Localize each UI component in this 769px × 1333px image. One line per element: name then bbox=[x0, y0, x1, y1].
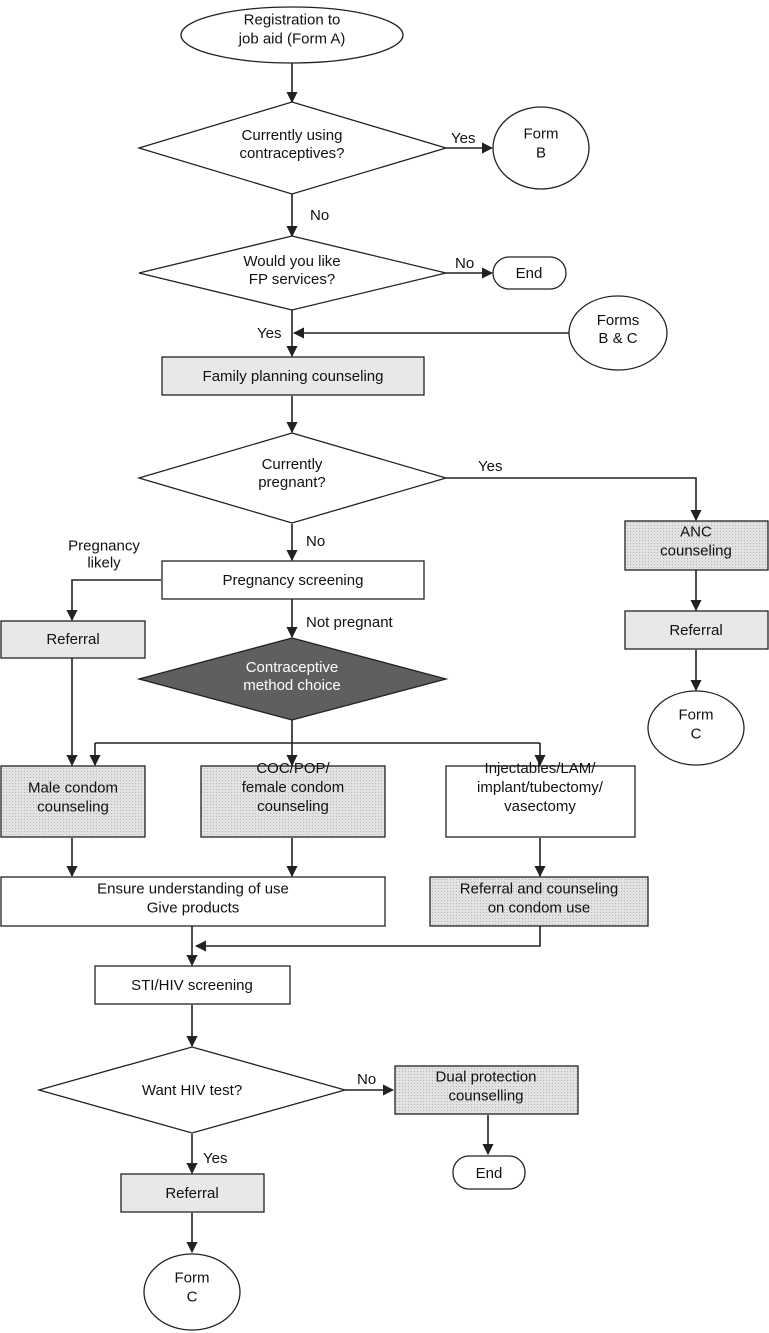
label-yes-fp: Yes bbox=[257, 325, 281, 342]
svg-text:End: End bbox=[516, 265, 543, 282]
svg-text:Referral: Referral bbox=[669, 622, 722, 639]
node-referral-left: Referral bbox=[0, 620, 146, 659]
label-yes-form-b: Yes bbox=[451, 130, 475, 147]
svg-text:Referral: Referral bbox=[46, 631, 99, 648]
svg-text:Family planning counseling: Family planning counseling bbox=[203, 368, 384, 385]
svg-text:Want HIV test?: Want HIV test? bbox=[142, 1082, 242, 1099]
node-end-top: End bbox=[492, 256, 567, 290]
connectors bbox=[66, 62, 702, 1254]
node-want-hiv-test: Want HIV test? bbox=[36, 1046, 348, 1134]
label-no-fp: No bbox=[310, 207, 329, 224]
svg-text:End: End bbox=[476, 1165, 503, 1182]
node-referral-hiv: Referral bbox=[120, 1173, 265, 1213]
node-pregnancy-screening: Pregnancy screening bbox=[161, 560, 425, 600]
label-yes-pregnant: Yes bbox=[478, 458, 502, 475]
node-end-bottom: End bbox=[452, 1155, 526, 1190]
svg-text:Injectables/LAM/implant/tubect: Injectables/LAM/implant/tubectomy/vasect… bbox=[477, 760, 604, 815]
node-referral-anc: Referral bbox=[624, 610, 769, 650]
node-fp-counseling: Family planning counseling bbox=[161, 356, 425, 396]
svg-text:STI/HIV screening: STI/HIV screening bbox=[131, 977, 253, 994]
label-yes-hiv: Yes bbox=[203, 1150, 227, 1167]
edge-screening-to-referral-left bbox=[66, 579, 161, 622]
svg-text:Pregnancy screening: Pregnancy screening bbox=[223, 572, 364, 589]
edge-referral-condom-to-sti-line bbox=[194, 926, 541, 952]
edge-method-choice-to-branches bbox=[95, 720, 540, 744]
label-no-end: No bbox=[455, 255, 474, 272]
svg-text:Referral: Referral bbox=[165, 1185, 218, 1202]
label-no-pregnant: No bbox=[306, 533, 325, 550]
label-no-hiv: No bbox=[357, 1071, 376, 1088]
node-sti-screening: STI/HIV screening bbox=[94, 965, 291, 1005]
edge-pregnant-to-anc bbox=[446, 477, 702, 522]
label-not-pregnant: Not pregnant bbox=[306, 614, 394, 631]
node-injectables: Injectables/LAM/implant/tubectomy/vasect… bbox=[445, 760, 636, 838]
